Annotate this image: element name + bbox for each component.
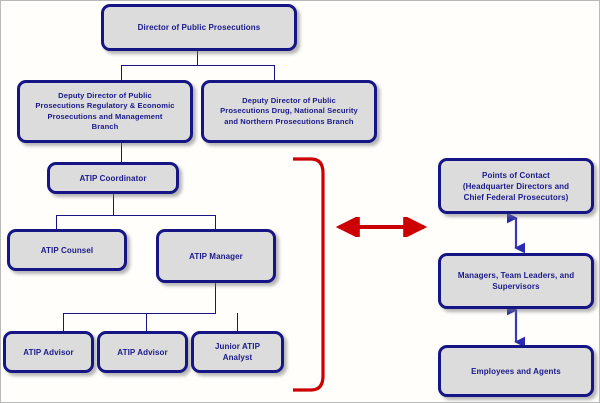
connector-advisors-bar	[63, 313, 216, 314]
node-label: ATIP Advisor	[23, 347, 74, 357]
node-label: ATIP Manager	[189, 251, 243, 261]
node-deputy-director-drug[interactable]: Deputy Director of Public Prosecutions D…	[201, 80, 377, 143]
node-label: Employees and Agents	[471, 366, 561, 376]
red-double-arrow-horizontal	[331, 217, 433, 237]
node-label: ATIP Counsel	[40, 245, 94, 255]
node-director-of-public-prosecutions[interactable]: Director of Public Prosecutions	[101, 4, 297, 51]
node-deputy-director-regulatory[interactable]: Deputy Director of Public Prosecutions R…	[17, 80, 193, 143]
node-label: Director of Public Prosecutions	[137, 23, 261, 32]
node-label: ATIP Advisor	[117, 347, 168, 357]
connector-coordinator-stem	[121, 143, 122, 162]
connector-coordinator-drop	[113, 194, 114, 215]
navy-double-arrow-contacts-managers	[507, 212, 525, 254]
navy-double-arrow-managers-employees	[507, 304, 525, 348]
node-atip-manager[interactable]: ATIP Manager	[156, 229, 276, 283]
node-label: Junior ATIP Analyst	[214, 342, 261, 362]
node-junior-atip-analyst[interactable]: Junior ATIP Analyst	[191, 331, 284, 373]
node-managers-team-leaders-supervisors[interactable]: Managers, Team Leaders, and Supervisors	[438, 253, 594, 309]
connector-advisor2-stem	[146, 313, 147, 331]
connector-manager-drop	[215, 283, 216, 313]
connector-deputy-bar	[121, 65, 274, 66]
node-atip-advisor-2[interactable]: ATIP Advisor	[97, 331, 188, 373]
node-employees-and-agents[interactable]: Employees and Agents	[438, 345, 594, 397]
node-atip-coordinator[interactable]: ATIP Coordinator	[47, 162, 179, 194]
connector-atip-counsel-stem	[56, 215, 57, 229]
node-label: ATIP Coordinator	[79, 173, 147, 183]
node-label: Points of Contact (Headquarter Directors…	[462, 170, 570, 202]
node-atip-advisor-1[interactable]: ATIP Advisor	[3, 331, 94, 373]
connector-deputy-drug-stem	[274, 65, 275, 80]
connector-director-stem	[197, 51, 198, 65]
connector-atip-manager-stem	[215, 215, 216, 229]
connector-atip-children-bar	[56, 215, 215, 216]
node-points-of-contact[interactable]: Points of Contact (Headquarter Directors…	[438, 158, 594, 214]
node-label: Deputy Director of Public Prosecutions R…	[35, 90, 175, 132]
node-label: Managers, Team Leaders, and Supervisors	[457, 271, 575, 291]
connector-junior-analyst-stem	[237, 313, 238, 331]
node-atip-counsel[interactable]: ATIP Counsel	[7, 229, 127, 271]
node-label: Deputy Director of Public Prosecutions D…	[220, 95, 358, 126]
red-brace	[289, 153, 329, 396]
connector-advisor1-stem	[63, 313, 64, 331]
connector-deputy-regulatory-stem	[121, 65, 122, 80]
